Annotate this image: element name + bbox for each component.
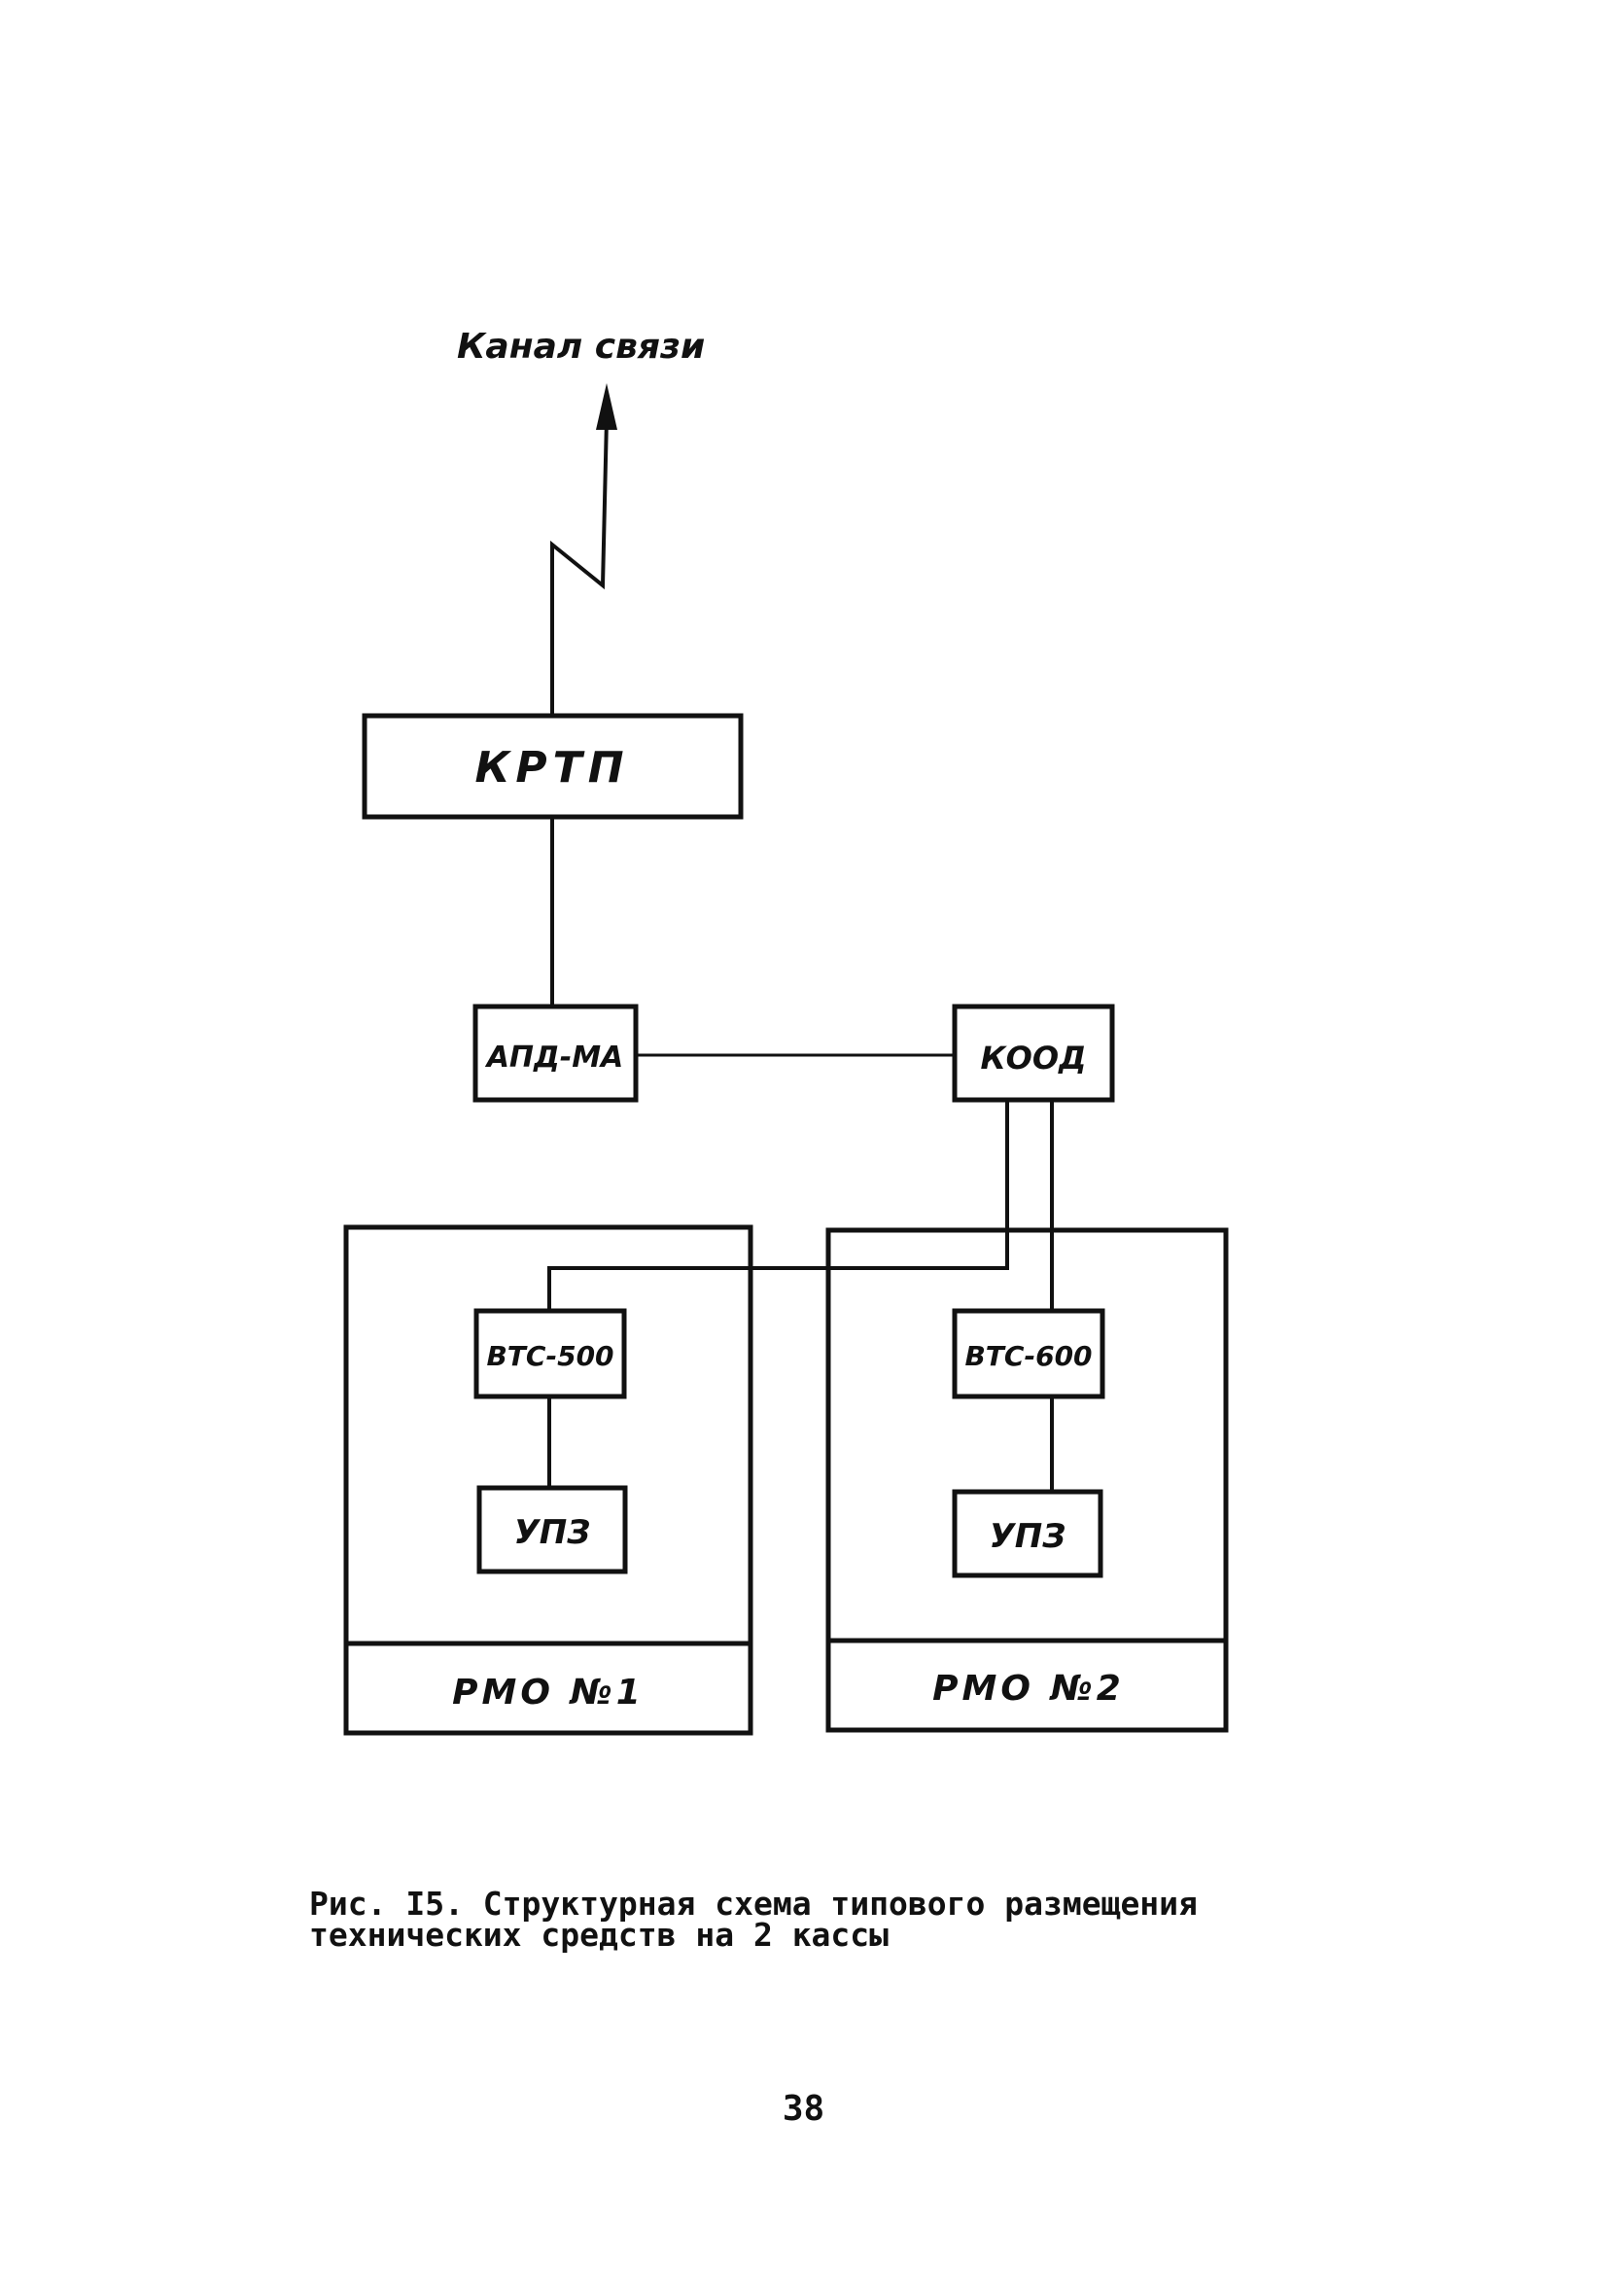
node-vts-2: ВТС-600: [952, 1308, 1105, 1399]
svg-text:УПЗ: УПЗ: [990, 1517, 1066, 1556]
svg-text:РМО №2: РМО №2: [932, 1669, 1125, 1709]
page-number: 38: [782, 2089, 825, 2129]
svg-text:ВТС-600: ВТС-600: [964, 1340, 1092, 1372]
figure-caption: Рис. I5. Структурная схема типового разм…: [309, 1885, 1281, 1954]
channel-label: Канал связи: [457, 327, 705, 367]
channel-link: [550, 417, 609, 716]
arrow-head-icon: [596, 383, 617, 430]
svg-text:ВТС-500: ВТС-500: [486, 1340, 613, 1372]
svg-text:КРТП: КРТП: [474, 743, 629, 793]
rmo-2-frame: РМО №2: [825, 1227, 1229, 1733]
svg-text:КООД: КООД: [980, 1040, 1086, 1077]
node-krtp: КРТП: [362, 713, 744, 820]
node-upz-2: УПЗ: [952, 1489, 1103, 1578]
caption-line-2: технических средств на 2 кассы: [309, 1916, 890, 1954]
node-apd-ma: АПД-МА: [472, 1004, 639, 1103]
links-kood-vts: [547, 1100, 1054, 1311]
node-vts-1: ВТС-500: [473, 1308, 627, 1399]
svg-text:АПД-МА: АПД-МА: [485, 1041, 624, 1075]
node-upz-1: УПЗ: [476, 1485, 628, 1574]
svg-text:УПЗ: УПЗ: [514, 1513, 591, 1552]
rmo-1-frame: РМО №1: [343, 1224, 753, 1736]
svg-text:РМО №1: РМО №1: [452, 1673, 645, 1713]
caption-line-1: Рис. I5. Структурная схема типового разм…: [309, 1885, 1198, 1923]
node-kood: КООД: [952, 1004, 1115, 1103]
